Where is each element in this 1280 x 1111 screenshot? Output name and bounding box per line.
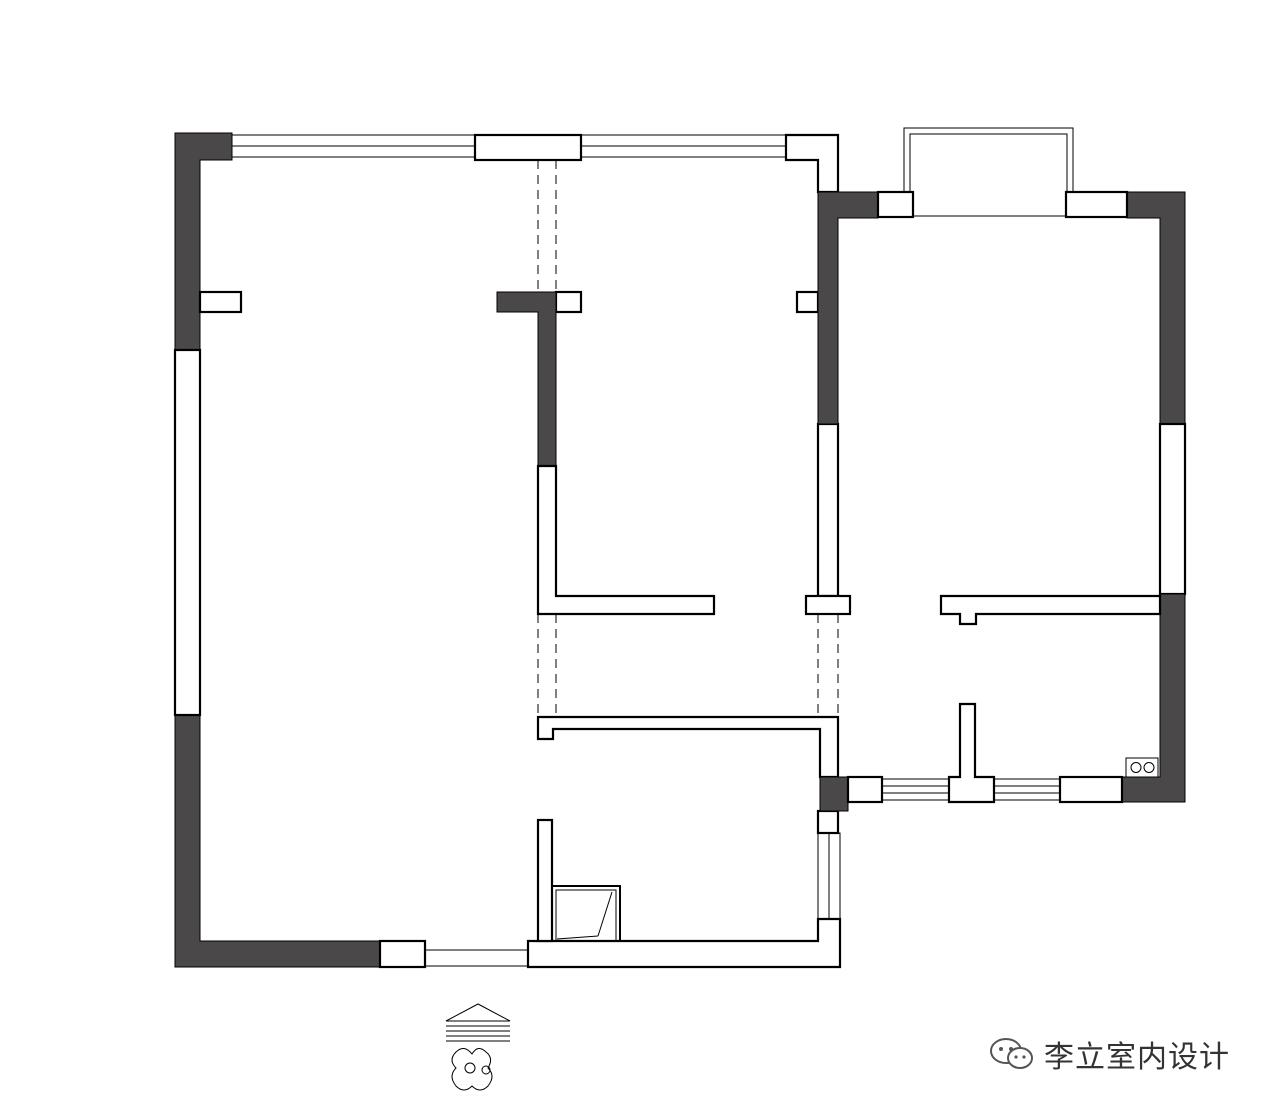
balcony-pier-right	[1064, 190, 1129, 219]
stub-east	[795, 290, 820, 314]
right-unit-walls	[817, 127, 1187, 804]
wechat-icon	[990, 1038, 1033, 1069]
interior-partitions	[198, 160, 852, 943]
south-wall-right	[526, 917, 842, 969]
balcony-outer	[903, 127, 1074, 192]
south-pier	[378, 939, 427, 969]
balcony-pier-left	[876, 190, 915, 219]
north-pier	[473, 133, 583, 162]
watermark-text: 李立室内设计	[1044, 1040, 1230, 1075]
left-unit-walls	[173, 132, 842, 969]
middle-wall-window	[816, 422, 840, 598]
right-south-window-right	[993, 778, 1061, 801]
stub-center	[554, 290, 583, 314]
east-side-pier	[816, 809, 840, 835]
right-south-window-left	[881, 778, 950, 801]
right-unit-ne-wall	[1126, 191, 1186, 425]
cabinet	[551, 885, 621, 942]
stub-west	[198, 290, 243, 314]
bedroom-partition	[536, 464, 716, 616]
balcony-inner	[909, 133, 1068, 192]
lower-partition	[536, 818, 554, 943]
bathroom-wall	[536, 715, 840, 779]
right-unit-nw-wall	[817, 191, 879, 425]
right-unit-partition	[939, 594, 1162, 626]
kitchen-t-wall	[947, 702, 996, 804]
sink-icon	[1125, 757, 1159, 778]
right-east-window	[1158, 422, 1187, 596]
right-south-pier-left	[846, 775, 884, 804]
watermark: 李立室内设计	[988, 1032, 1230, 1076]
middle-wall-pier	[804, 594, 852, 616]
right-south-pier-right	[1058, 775, 1124, 804]
entrance-arrow-icon	[445, 1003, 511, 1091]
west-window	[173, 348, 202, 717]
west-wall-lower	[174, 714, 381, 968]
west-wall-upper	[174, 132, 233, 351]
left-unit-ne-corner	[784, 133, 840, 194]
bathroom-corner-column	[819, 776, 849, 812]
center-column	[496, 291, 557, 467]
